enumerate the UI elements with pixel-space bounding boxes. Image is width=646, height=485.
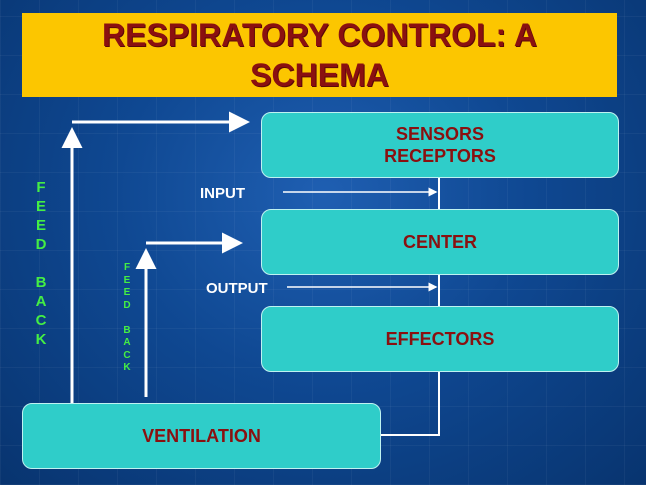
input-label: INPUT	[200, 185, 245, 202]
feedback-letter: C	[123, 349, 131, 361]
feedback-letter: B	[35, 274, 47, 291]
title-banner: RESPIRATORY CONTROL: A SCHEMA	[22, 13, 617, 97]
ventilation-box: VENTILATION	[22, 403, 381, 469]
page-title: RESPIRATORY CONTROL: A SCHEMA	[102, 17, 537, 93]
connector-effectors-ventilation	[381, 371, 440, 436]
center-label: CENTER	[402, 232, 477, 252]
feedback-letter: E	[123, 274, 131, 286]
receptors-label: RECEPTORS	[384, 146, 496, 166]
feedback-letter: E	[35, 217, 46, 234]
feedback-letter: F	[123, 262, 131, 273]
feedback-letter	[126, 312, 129, 325]
feedback-letter: B	[123, 324, 131, 336]
feedback-letter: A	[35, 293, 47, 310]
sensors-label: SENSORS	[395, 124, 484, 144]
feedback-letter: D	[35, 236, 47, 253]
feedback-letter: E	[123, 287, 131, 298]
feedback-letter: F	[36, 179, 46, 196]
effectors-box: EFFECTORS	[261, 306, 619, 372]
output-label: OUTPUT	[206, 280, 268, 297]
ventilation-label: VENTILATION	[142, 426, 261, 446]
feedback-letter: K	[123, 362, 131, 373]
feedback-letter: D	[123, 299, 131, 311]
feedback-letter: C	[35, 312, 47, 329]
center-box: CENTER	[261, 209, 619, 275]
feedback-letter	[39, 254, 43, 273]
feedback-letter: A	[123, 337, 131, 348]
sensors-receptors-box: SENSORS RECEPTORS	[261, 112, 619, 178]
feedback-letter: K	[35, 331, 47, 348]
feedback-letter: E	[35, 198, 46, 215]
effectors-label: EFFECTORS	[385, 329, 495, 349]
